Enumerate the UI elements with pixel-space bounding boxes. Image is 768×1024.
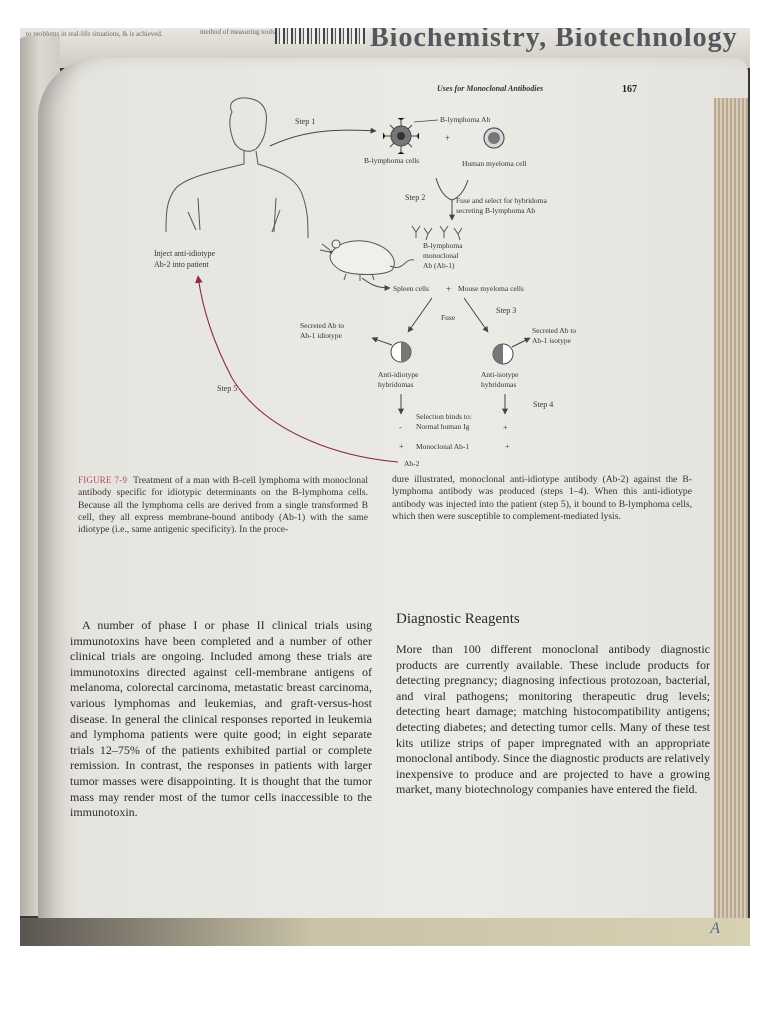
- plus-spleen: +: [446, 284, 451, 294]
- background-book-title: Biochemistry, Biotechnology: [370, 28, 738, 53]
- fuse-select-line2: secreting B-lymphoma Ab: [456, 206, 535, 215]
- step3-label: Step 3: [496, 306, 516, 315]
- mono-label-line1: B-lymphoma: [423, 241, 463, 250]
- monoclonal-ab1-label: Monoclonal Ab-1: [416, 442, 469, 451]
- spleen-cells-label: Spleen cells: [393, 284, 429, 293]
- secreted-left-arrow: [371, 336, 393, 346]
- human-myeloma-cell-label: Human myeloma cell: [462, 159, 527, 168]
- anti-isotype-line1: Anti-isotype: [481, 370, 519, 379]
- fuse-label: Fuse: [441, 313, 456, 322]
- step1-label: Step 1: [295, 117, 315, 126]
- step5-label: Step 5: [217, 384, 237, 393]
- secreted-right-line1: Secreted Ab to: [532, 326, 576, 335]
- secreted-right-arrow: [511, 337, 531, 348]
- selection-plus-left: +: [399, 442, 404, 451]
- antibody-icons: [411, 225, 463, 241]
- anti-isotype-hybridoma-icon: [492, 343, 514, 365]
- page-number: 167: [622, 84, 637, 95]
- selection-line1: Selection binds to:: [416, 412, 472, 421]
- inject-label-line2: Ab-2 into patient: [154, 260, 209, 269]
- running-head: Uses for Monoclonal Antibodies: [437, 84, 544, 93]
- background-strip-mid-text: method of measuring tools for: [200, 28, 285, 36]
- book-page: [38, 58, 748, 938]
- handwriting-mark: A: [710, 920, 720, 937]
- mouse-icon: [319, 239, 415, 281]
- fuse-select-line1: Fuse and select for hybridoma: [456, 196, 547, 205]
- background-strip-text: to problems in real-life situations, & i…: [26, 30, 163, 38]
- secreted-left-line2: Ab-1 idiotype: [300, 331, 343, 340]
- patient-figure: [165, 97, 309, 239]
- body-paragraph-left: A number of phase I or phase II clinical…: [70, 618, 372, 820]
- background-barcode: [275, 28, 365, 44]
- b-lymphoma-ab-label: B-lymphoma Ab: [440, 115, 490, 124]
- section-heading: Diagnostic Reagents: [396, 611, 520, 627]
- spleen-arrow: [361, 277, 391, 291]
- b-lymphoma-ab-pointer: [413, 119, 439, 123]
- figure-caption-left: FIGURE 7-9 Treatment of a man with B-cel…: [78, 474, 368, 536]
- b-lymphoma-cells-label: B-lymphoma cells: [364, 156, 419, 165]
- mono-label-line2: monoclonal: [423, 251, 458, 260]
- caption-left-text: Treatment of a man with B-cell lymphoma …: [78, 475, 369, 536]
- selection-plus-right: +: [503, 423, 508, 432]
- inject-label-line1: Inject anti-idiotype: [154, 249, 216, 258]
- step2-label: Step 2: [405, 193, 425, 202]
- secreted-left-line1: Secreted Ab to: [300, 321, 344, 330]
- anti-idiotype-line1: Anti-idiotype: [378, 370, 419, 379]
- step4-label: Step 4: [533, 400, 553, 409]
- step5-arrow: [195, 275, 399, 463]
- secreted-right-line2: Ab-1 isotype: [532, 336, 572, 345]
- anti-idiotype-hybridoma-icon: [390, 341, 412, 363]
- ab2-label: Ab-2: [404, 459, 420, 468]
- fuse-arrow-left: [407, 297, 433, 333]
- anti-idiotype-line2: hybridomas: [378, 380, 413, 389]
- mouse-myeloma-label: Mouse myeloma cells: [458, 284, 524, 293]
- page-stack-edge: [714, 98, 748, 938]
- anti-isotype-line2: hybridomas: [481, 380, 516, 389]
- selection-minus-left: -: [399, 423, 402, 432]
- fuse-arrow-right: [463, 297, 489, 333]
- step1-arrow: [269, 127, 377, 147]
- mono-label-line3: Ab (Ab-1): [423, 261, 455, 270]
- human-myeloma-cell-icon: [483, 127, 505, 149]
- bottom-paper-strip: A: [20, 918, 750, 946]
- body-paragraph-right: More than 100 different monoclonal antib…: [396, 642, 710, 797]
- selection-plus-right2: +: [505, 442, 510, 451]
- photo-frame: to problems in real-life situations, & i…: [20, 28, 750, 946]
- selection-line2: Normal human Ig: [416, 422, 470, 431]
- plus-cells: +: [445, 133, 450, 143]
- figure-label: FIGURE 7-9: [78, 475, 128, 485]
- figure-caption-right: dure illustrated, monoclonal anti-idioty…: [392, 474, 692, 522]
- b-lymphoma-cell-icon: [382, 117, 420, 155]
